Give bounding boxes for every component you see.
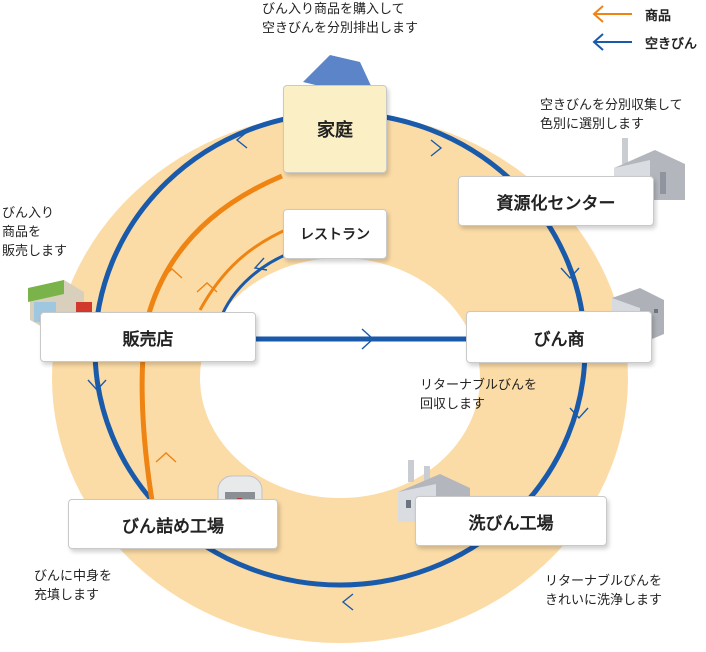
recycle-center-node: 資源化センター [458, 176, 654, 226]
washing-factory-note: リターナブルびんを きれいに洗浄します [545, 572, 662, 610]
arrow-merchant-to-washer [569, 407, 589, 420]
store-note-line: 商品を [2, 225, 42, 240]
home-note-line: びん入り商品を購入して [262, 2, 405, 17]
store-note-line: 販売します [2, 244, 68, 259]
recycle-center-note-line: 色別に選別します [540, 117, 645, 132]
arrow-store-down [87, 379, 107, 392]
arrow-center-to-merchant [560, 267, 580, 280]
arrow-product-3 [196, 282, 218, 293]
filling-factory-note-line: 充填します [34, 588, 100, 603]
legend-arrows [592, 5, 632, 51]
arrow-home-to-center [430, 139, 443, 157]
recycle-center-note: 空きびんを分別収集して 色別に選別します [540, 96, 683, 134]
washing-factory-node: 洗びん工場 [415, 496, 607, 546]
bottle-merchant-note-line: リターナブルびんを [420, 378, 538, 393]
arrow-washer-to-filler [341, 593, 354, 611]
restaurant-node: レストラン [283, 209, 387, 259]
arrow-to-home [235, 131, 248, 149]
washing-factory-note-line: きれいに洗浄します [545, 593, 663, 608]
arrow-product-1 [155, 452, 177, 463]
arrow-restaurant-to-store [253, 257, 268, 271]
home-note: びん入り商品を購入して 空きびんを分別排出します [262, 0, 418, 38]
store-note-line: びん入り [2, 206, 55, 221]
legend-empty-bottle-label: 空きびん [645, 37, 698, 52]
legend-product-arrow [592, 5, 632, 23]
arrow-merchant-in [361, 328, 375, 350]
recycle-center-note-line: 空きびんを分別収集して [540, 98, 683, 113]
filling-factory-note-line: びんに中身を [34, 569, 113, 584]
bottle-merchant-note: リターナブルびんを 回収します [420, 376, 537, 414]
bottle-merchant-node: びん商 [466, 311, 652, 363]
home-node: 家庭 [283, 85, 387, 173]
store-node: 販売店 [40, 312, 256, 362]
filling-factory-note: びんに中身を 充填します [34, 567, 112, 605]
legend-product-label: 商品 [645, 9, 672, 24]
product-line-outer [139, 173, 283, 514]
product-line-inner [198, 226, 291, 311]
bottle-merchant-note-line: 回収します [420, 397, 486, 412]
store-note: びん入り 商品を 販売します [2, 204, 67, 261]
washing-factory-note-line: リターナブルびんを [545, 574, 663, 589]
arrow-product-2 [161, 268, 183, 279]
filling-factory-node: びん詰め工場 [68, 499, 278, 549]
home-note-line: 空きびんを分別排出します [262, 21, 419, 36]
legend-empty-bottle-arrow [592, 33, 632, 51]
